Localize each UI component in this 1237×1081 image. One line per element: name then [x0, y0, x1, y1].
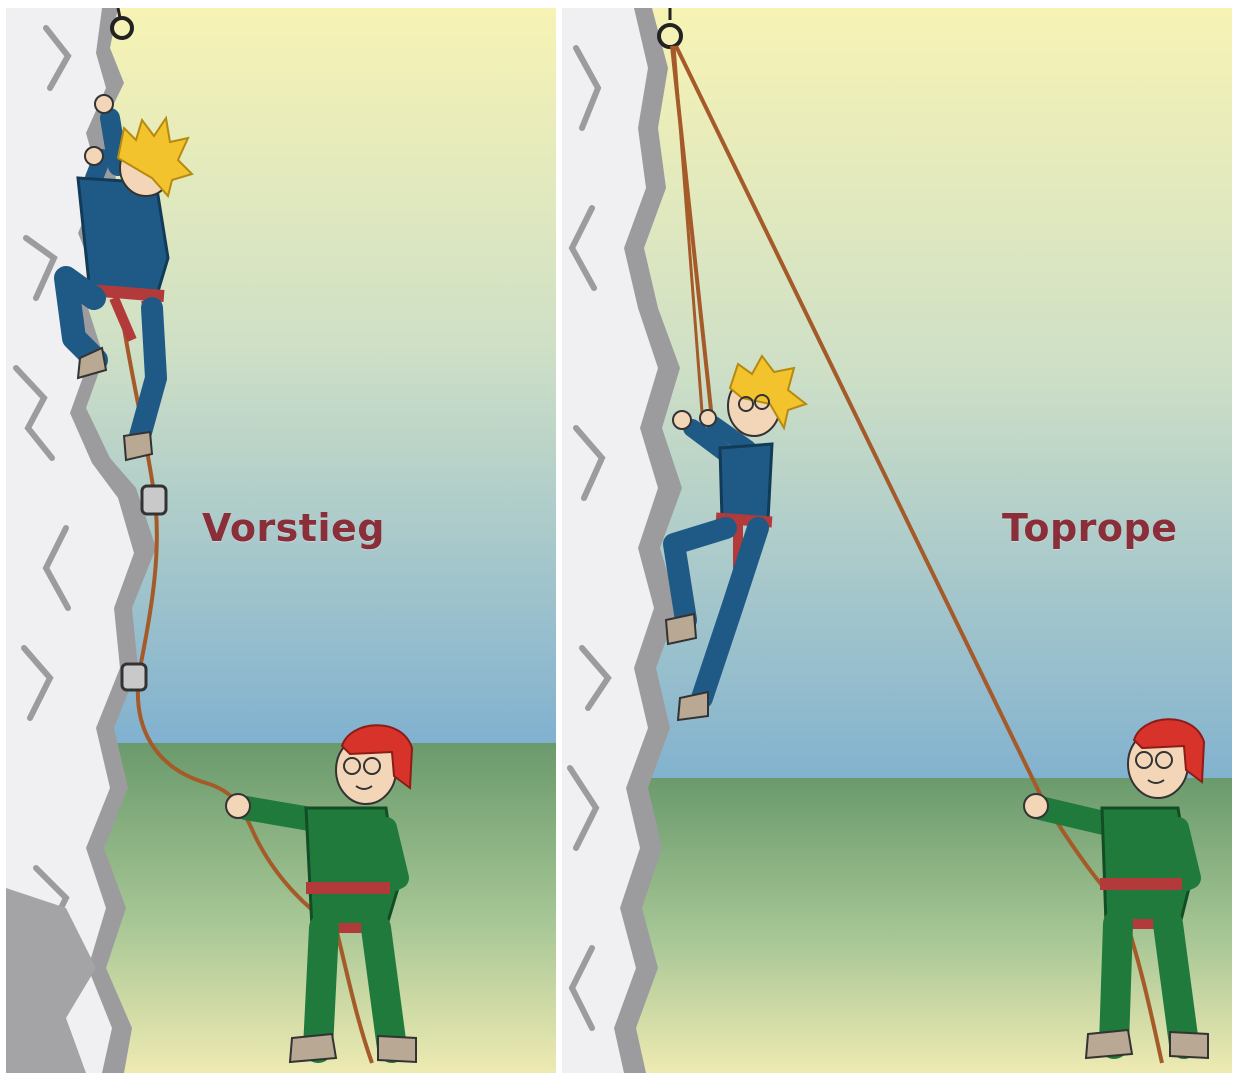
label-toprope: Toprope: [1002, 506, 1178, 550]
quickdraw-icon: [122, 664, 146, 690]
panel-lead-climbing: Vorstieg: [6, 8, 556, 1073]
panel-toprope: Toprope: [562, 8, 1232, 1073]
label-vorstieg: Vorstieg: [202, 506, 385, 550]
quickdraw-icon: [142, 486, 166, 514]
